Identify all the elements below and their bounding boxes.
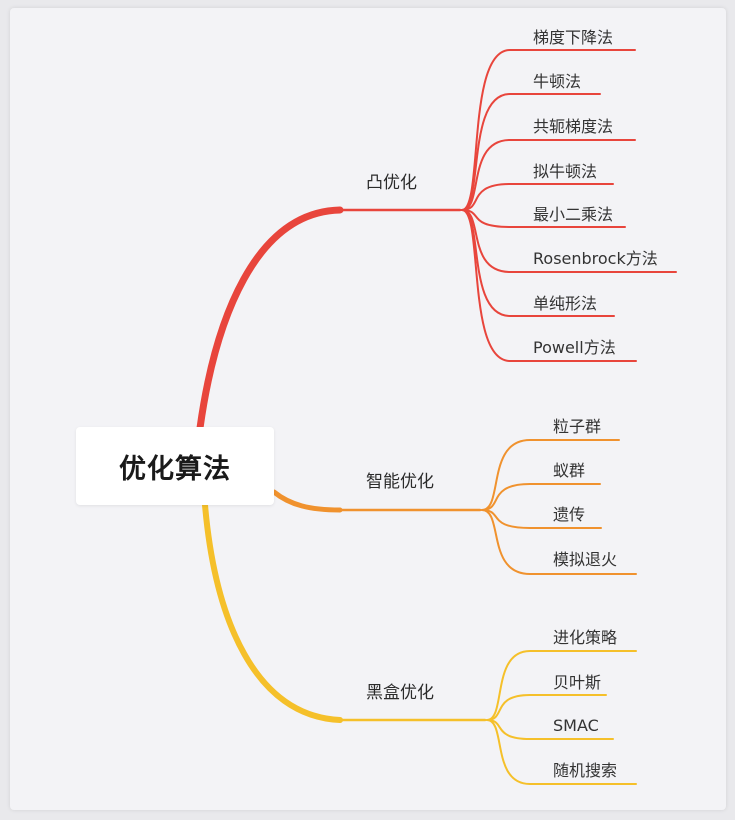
root-label: 优化算法	[119, 453, 231, 485]
connector-root-convex	[196, 206, 344, 432]
leaf-evolution-strategy[interactable]: 进化策略	[553, 628, 618, 647]
connector-leaf-blackbox-0	[486, 650, 637, 721]
connector-leaf-intelligent-1	[481, 483, 601, 511]
connector-leaf-convex-4	[461, 209, 626, 228]
branch-label-blackbox[interactable]: 黑盒优化	[366, 683, 434, 703]
leaf-quasi-newton[interactable]: 拟牛顿法	[533, 162, 598, 181]
leaf-gradient-descent[interactable]: 梯度下降法	[533, 28, 614, 47]
connector-leaf-convex-3	[461, 183, 614, 211]
leaf-bayesian[interactable]: 贝叶斯	[553, 673, 602, 692]
connector-leaf-intelligent-3	[481, 509, 637, 575]
branch-label-intelligent[interactable]: 智能优化	[366, 472, 434, 492]
leaf-least-squares[interactable]: 最小二乘法	[533, 205, 614, 224]
connector-leaf-blackbox-3	[486, 719, 637, 785]
leaf-smac[interactable]: SMAC	[553, 716, 599, 735]
connector-leaf-convex-7	[461, 209, 637, 362]
leaf-particle-swarm[interactable]: 粒子群	[553, 417, 602, 436]
leaf-simplex[interactable]: 单纯形法	[533, 294, 598, 313]
leaf-conjugate-gradient[interactable]: 共轭梯度法	[533, 117, 614, 136]
branch-label-convex[interactable]: 凸优化	[366, 173, 417, 193]
connector-leaf-blackbox-2	[486, 719, 614, 740]
leaf-ant-colony[interactable]: 蚁群	[553, 461, 586, 480]
leaf-powell[interactable]: Powell方法	[533, 338, 616, 357]
connector-leaf-blackbox-1	[486, 694, 607, 721]
connector-leaf-convex-1	[461, 93, 601, 211]
connector-leaf-convex-2	[461, 139, 636, 211]
connector-leaf-intelligent-2	[481, 509, 602, 529]
root-node[interactable]: 优化算法	[76, 427, 274, 505]
mindmap-canvas	[10, 8, 726, 810]
leaf-random-search[interactable]: 随机搜索	[553, 761, 618, 780]
leaf-simulated-annealing[interactable]: 模拟退火	[553, 550, 618, 569]
connector-root-intelligent	[271, 489, 343, 513]
leaf-rosenbrock[interactable]: Rosenbrock方法	[533, 249, 658, 268]
leaf-newton[interactable]: 牛顿法	[533, 72, 582, 91]
connector-leaf-intelligent-0	[481, 439, 620, 511]
connector-root-blackbox	[202, 502, 343, 723]
leaf-genetic[interactable]: 遗传	[553, 505, 586, 524]
